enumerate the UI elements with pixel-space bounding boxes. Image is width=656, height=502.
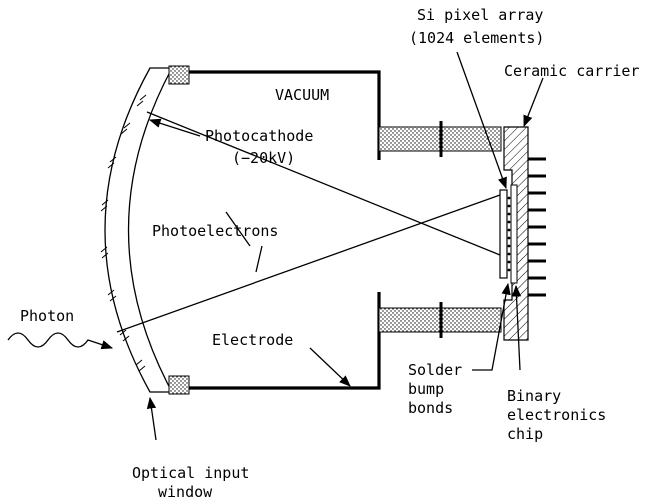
label-solder-1: Solder — [408, 361, 462, 379]
label-photocathode: Photocathode — [205, 127, 313, 145]
leader-lines — [146, 51, 544, 441]
label-photoelectrons: Photoelectrons — [152, 222, 278, 240]
window-hatch-marks — [100, 94, 147, 372]
label-photon: Photon — [20, 307, 74, 325]
label-electrode: Electrode — [212, 331, 293, 349]
label-optical-1: Optical input — [132, 464, 249, 482]
ceramic-carrier — [499, 126, 546, 341]
label-solder-3: bonds — [408, 399, 453, 417]
binary-chip — [510, 184, 518, 284]
window-seal-top — [168, 65, 190, 85]
photon-wave — [7, 332, 114, 350]
label-ceramic: Ceramic carrier — [504, 62, 639, 80]
label-solder-2: bump — [408, 380, 444, 398]
text-labels: Si pixel array (1024 elements) Ceramic c… — [20, 6, 639, 501]
flanges — [378, 121, 502, 338]
label-voltage: (−20kV) — [232, 149, 295, 167]
carrier-pins — [528, 157, 546, 297]
label-si-array-2: (1024 elements) — [409, 29, 544, 47]
label-binary-2: electronics — [507, 406, 606, 424]
optical-window — [100, 65, 190, 395]
label-vacuum: VACUUM — [275, 86, 329, 104]
bump-bonds — [507, 196, 511, 272]
window-seal-bottom — [168, 375, 190, 395]
label-si-array-1: Si pixel array — [417, 6, 543, 24]
label-optical-2: window — [158, 483, 213, 501]
electron-paths — [116, 111, 501, 333]
label-binary-1: Binary — [507, 387, 561, 405]
label-binary-3: chip — [507, 425, 543, 443]
si-pixel-array — [499, 189, 508, 279]
